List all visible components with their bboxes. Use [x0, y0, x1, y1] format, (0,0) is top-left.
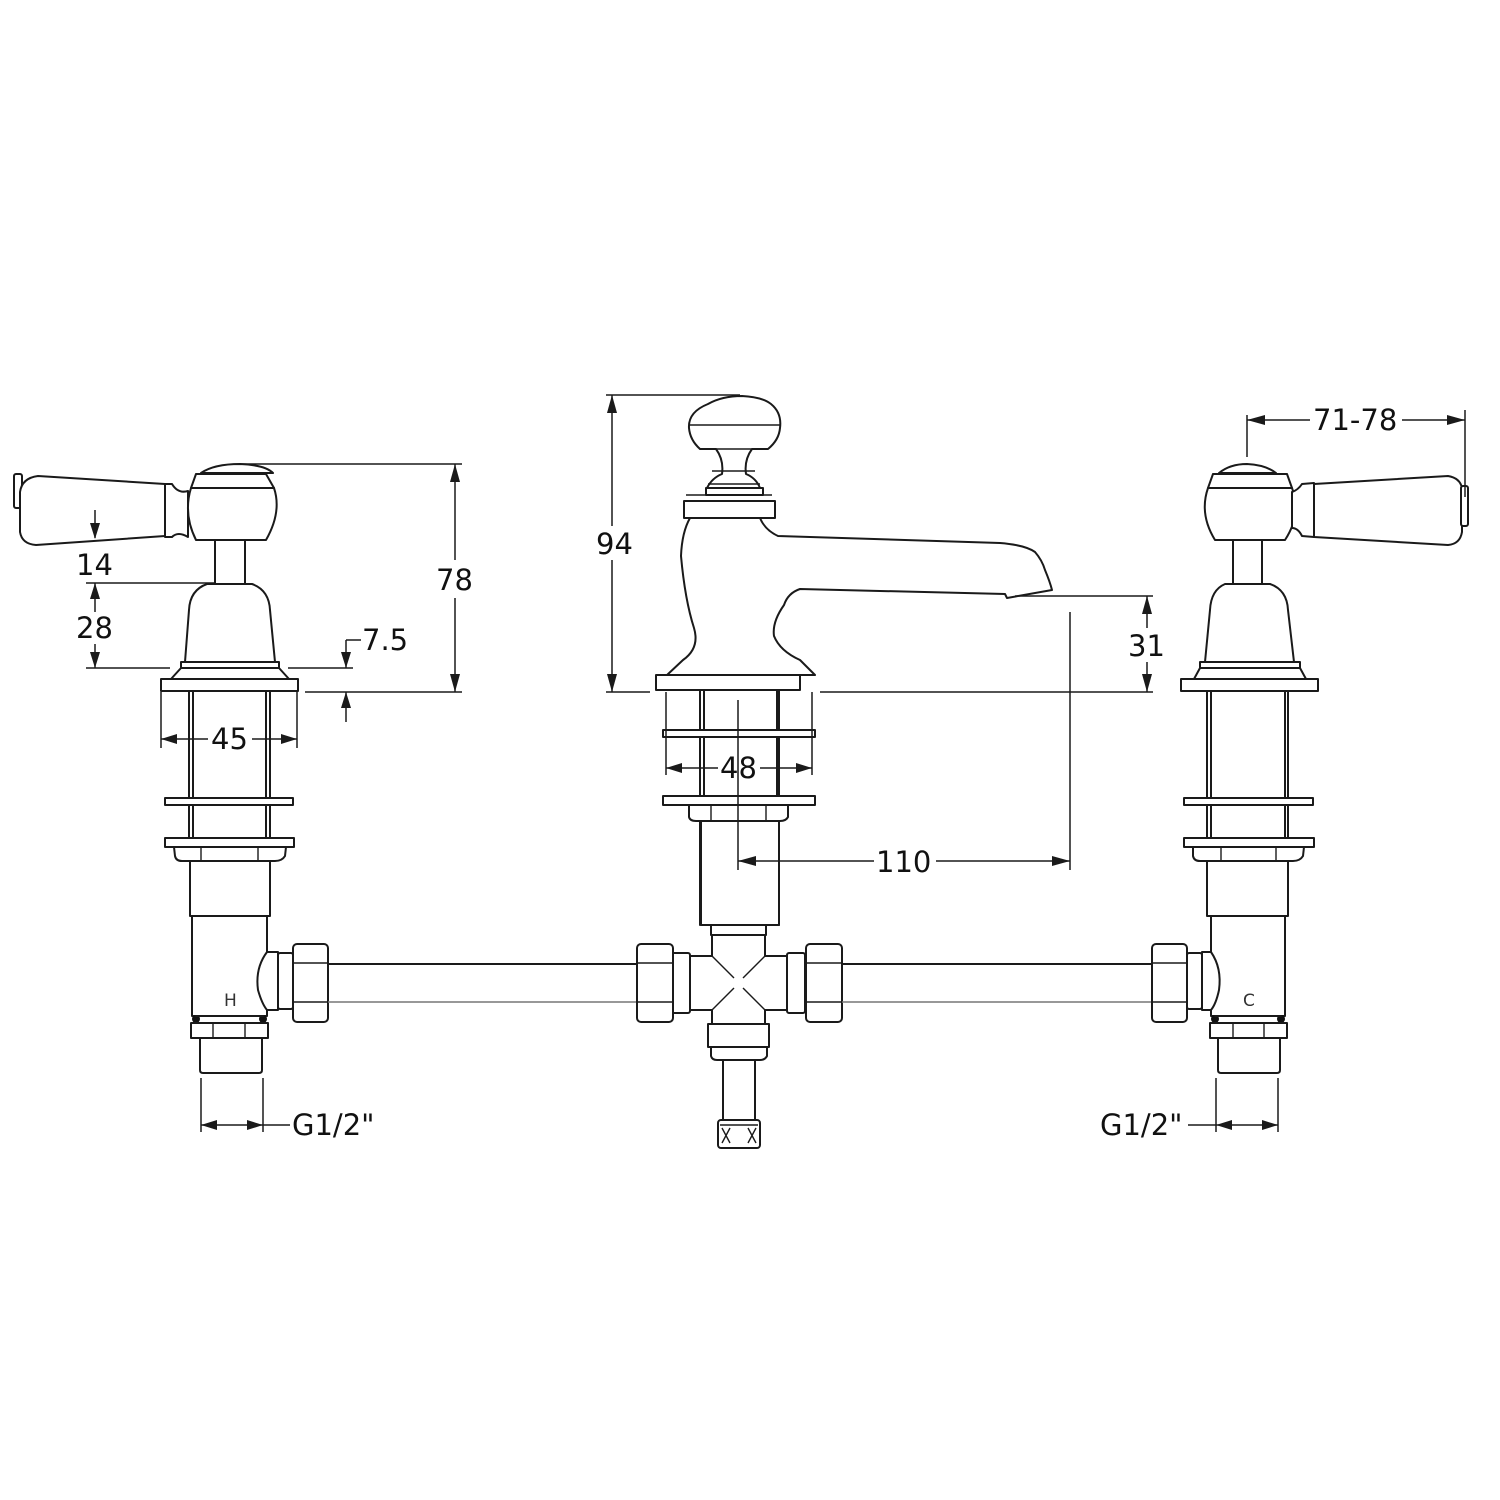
hot-back-nut [173, 846, 287, 862]
dim-spout-height: 94 [594, 394, 740, 693]
dim-lever-reach: 71-78 [1246, 402, 1466, 497]
dim-spout-reach: 110 [737, 612, 1071, 879]
hot-label: H [224, 991, 237, 1011]
cold-thread [1217, 1037, 1281, 1074]
right-compression-fitting [1151, 943, 1203, 1023]
hot-thread [199, 1037, 263, 1074]
spout-base-plate [655, 674, 801, 691]
cold-lever-handle [1291, 475, 1469, 546]
left-supply-pipe [327, 963, 638, 1003]
svg-text:94: 94 [596, 527, 633, 561]
hot-base-plate [160, 678, 299, 692]
svg-text:110: 110 [876, 845, 931, 879]
hot-hex-nut [190, 1022, 269, 1039]
left-compression-fitting [277, 943, 329, 1023]
cross-tee-fitting [636, 934, 843, 1149]
cold-washer [1183, 797, 1314, 806]
cold-lock-plate [1183, 837, 1315, 848]
cold-valve: C [1180, 463, 1469, 1074]
cold-stem [1232, 539, 1263, 585]
svg-text:14: 14 [76, 548, 113, 582]
svg-text:7.5: 7.5 [362, 623, 408, 657]
hot-inlet-body [191, 915, 268, 1017]
hot-valve: H [13, 463, 299, 1074]
dimension-annotations: 78 14 28 7.5 [74, 394, 1466, 1142]
spout-body [666, 517, 1053, 676]
hot-washer [164, 797, 294, 806]
cold-back-nut [1192, 846, 1305, 862]
spout-assembly [655, 395, 1053, 936]
hot-shroud [184, 583, 276, 663]
spout-lock-plate [662, 795, 816, 806]
spout-collar [683, 500, 776, 519]
right-supply-pipe [841, 963, 1153, 1003]
dim-base-thickness: 7.5 [288, 623, 408, 722]
hot-lever-handle [13, 473, 189, 546]
cold-shroud [1204, 583, 1295, 663]
svg-text:45: 45 [211, 722, 248, 756]
outlet-connector [717, 1119, 761, 1149]
cold-base-plate [1180, 678, 1319, 692]
cold-label: C [1243, 991, 1255, 1011]
dim-valve-height: 78 [240, 463, 478, 693]
dim-spout-base-width: 48 [665, 692, 813, 785]
hot-lock-plate [164, 837, 295, 848]
dim-hot-inlet-thread: G1/2" [200, 1078, 374, 1142]
svg-text:28: 28 [76, 611, 113, 645]
svg-text:71-78: 71-78 [1313, 403, 1397, 437]
cold-hex-nut [1209, 1022, 1288, 1039]
svg-text:78: 78 [436, 563, 473, 597]
svg-text:31: 31 [1128, 629, 1165, 663]
dim-lever-thickness: 14 [76, 510, 113, 582]
hot-stem [214, 539, 246, 585]
cold-handle-head [1203, 463, 1297, 541]
dim-valve-base-width: 45 [160, 692, 298, 756]
dim-shroud-height: 28 [74, 582, 215, 669]
dim-cold-inlet-thread: G1/2" [1100, 1078, 1279, 1142]
cold-inlet-body [1210, 915, 1286, 1017]
svg-text:G1/2": G1/2" [292, 1108, 374, 1142]
svg-text:G1/2": G1/2" [1100, 1108, 1182, 1142]
spout-washer [662, 729, 816, 738]
flexible-outlet-tube [722, 1059, 756, 1121]
hot-handle-head [186, 463, 278, 541]
spout-knob [687, 395, 782, 489]
dim-spout-outlet-height: 31 [820, 595, 1166, 693]
